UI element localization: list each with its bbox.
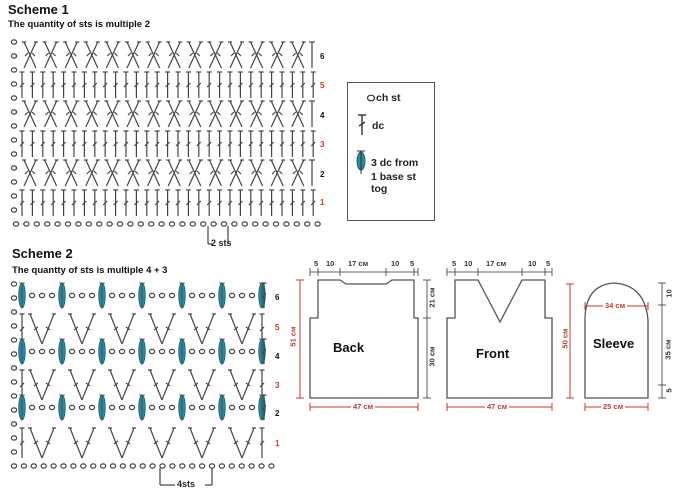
s2-row-number-3: 3 (275, 381, 280, 390)
s1-row-number-3: 3 (320, 140, 325, 149)
legend-cluster-line2: 1 base st tog (371, 171, 416, 195)
chain-stitch-icon (366, 94, 376, 102)
legend-cluster-line1: 3 dc from (371, 157, 419, 169)
s1-row-number-6: 6 (320, 52, 325, 61)
front-top-dim-4: 10 (528, 259, 537, 268)
sleeve-height-mid-dim: 35 см (663, 339, 673, 360)
s2-row-number-2: 2 (275, 409, 280, 418)
scheme2-title: Scheme 2 (12, 246, 73, 261)
s1-row-number-2: 2 (320, 170, 325, 179)
s2-row-number-1: 1 (275, 439, 280, 448)
s1-row-number-4: 4 (320, 111, 325, 120)
s2-row-number-5: 5 (275, 323, 280, 332)
sleeve-height-bottom-dim: 5 (664, 388, 674, 393)
back-top-dim-4: 10 (391, 259, 400, 268)
back-label: Back (333, 340, 365, 355)
scheme1-title: Scheme 1 (8, 2, 69, 17)
front-width-dim: 47 см (485, 402, 510, 411)
legend-dc-label: dc (372, 120, 385, 132)
front-piece-outline (446, 279, 553, 399)
double-crochet-icon (358, 114, 366, 135)
s1-row-number-1: 1 (320, 198, 325, 207)
s1-repeat-label: 2 sts (211, 238, 232, 248)
back-height-dim: 51 см (288, 326, 298, 347)
back-armhole-dim: 21 см (427, 287, 437, 308)
front-top-dim-2: 10 (464, 259, 473, 268)
front-label: Front (476, 346, 510, 361)
back-lower-dim: 30 см (427, 346, 437, 367)
s2-repeat-label: 4sts (177, 479, 196, 489)
legend-box: ch st dc 3 dc from 1 base st tog (347, 82, 435, 221)
back-piece-outline (309, 279, 419, 399)
front-top-dim-1: 5 (452, 259, 457, 268)
s1-row-number-5: 5 (320, 81, 325, 90)
back-top-dim-3: 17 см (348, 259, 369, 268)
s2-row-number-4: 4 (275, 352, 280, 361)
sleeve-top-width-dim: 34 см (603, 301, 628, 310)
front-top-dim-5: 5 (546, 259, 551, 268)
s2-row-number-6: 6 (275, 293, 280, 302)
back-width-dim: 47 см (351, 402, 376, 411)
legend-chain-label: ch st (376, 92, 401, 104)
sleeve-label: Sleeve (593, 336, 635, 351)
scheme2-chart (10, 281, 275, 486)
front-top-dim-3: 17 см (486, 259, 507, 268)
sleeve-height-top-dim: 10 (664, 289, 674, 298)
cluster-stitch-icon (356, 150, 366, 174)
scheme1-chart (10, 39, 321, 245)
front-height-dim: 50 см (560, 328, 570, 349)
scheme1-subtitle: The quantity of sts is multiple 2 (8, 19, 150, 30)
back-top-dim-1: 5 (314, 259, 319, 268)
back-top-dim-5: 5 (410, 259, 415, 268)
sleeve-bottom-width-dim: 25 см (601, 402, 626, 411)
scheme2-subtitle: The quantty of sts is multiple 4 + 3 (12, 265, 168, 276)
back-top-dim-2: 10 (326, 259, 335, 268)
